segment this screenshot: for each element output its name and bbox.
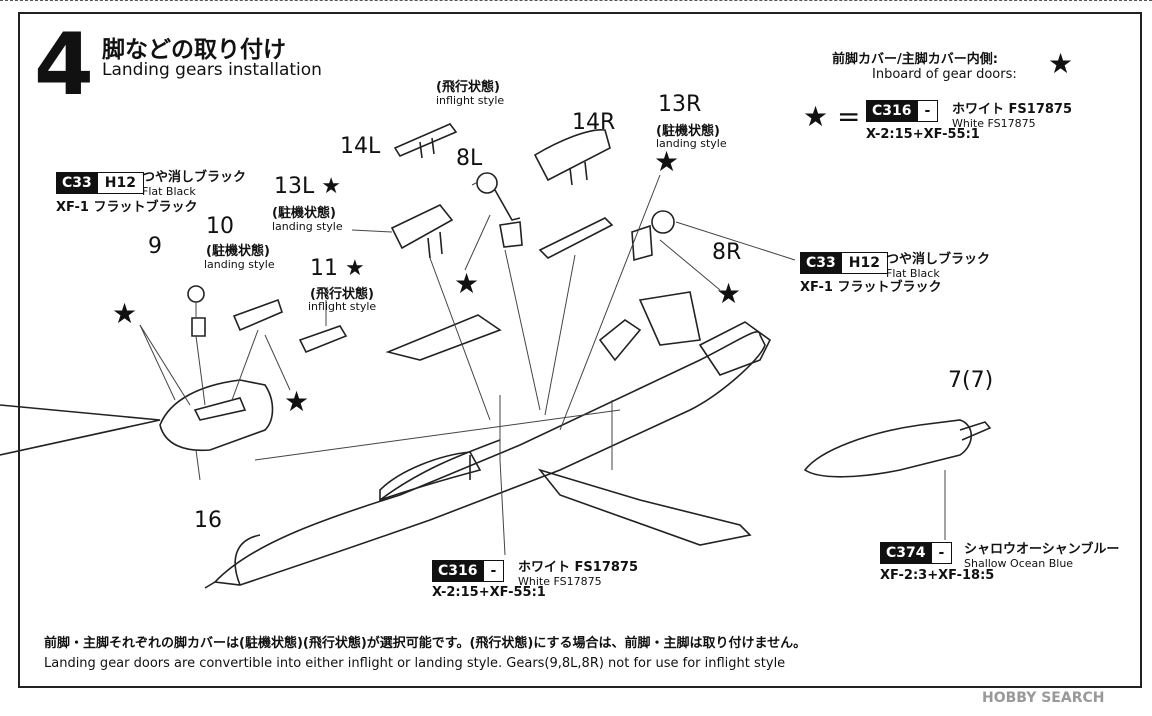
- note-en: Landing gear doors are convertible into …: [44, 656, 786, 671]
- paint-name-en: White FS17875: [952, 117, 1036, 130]
- legend-star-equals: ★ =: [803, 100, 861, 133]
- white-name-bottom: ホワイト FS17875 White FS17875: [518, 556, 638, 588]
- part-8L-wheel: [476, 172, 498, 194]
- wing-right: [537, 468, 752, 546]
- part-14L: [393, 123, 458, 158]
- paint-name-en: Flat Black: [886, 267, 940, 280]
- callout-pointer: [0, 404, 161, 456]
- part-7-drop-tank: [803, 419, 973, 478]
- star-icon: ★: [112, 297, 138, 330]
- part-8R-wheel: [651, 210, 675, 234]
- part-13L-label: 13L ★: [274, 174, 341, 199]
- paint-alt-code: -: [482, 561, 504, 581]
- paint-alt-code: -: [930, 543, 952, 563]
- part-13R-en: landing style: [656, 137, 727, 150]
- part-13L-en: landing style: [272, 220, 343, 233]
- part-9-wheel: [187, 285, 205, 303]
- paint-name-en: Flat Black: [142, 185, 196, 198]
- paint-code: C374: [881, 543, 931, 563]
- paint-alt-code: -: [916, 101, 938, 121]
- legend-star-icon: ★: [1048, 47, 1074, 80]
- part-11-en: inflight style: [308, 300, 377, 313]
- instruction-frame: [18, 12, 1142, 688]
- star-icon: ★: [716, 277, 742, 310]
- flat-black-chip-right: C33 H12: [800, 252, 888, 274]
- step-title-en: Landing gears installation: [102, 60, 322, 80]
- part-14R-label: 14R: [572, 110, 616, 135]
- part-11-jp: (飛行状態): [310, 287, 374, 302]
- part-16-label: 16: [194, 508, 222, 533]
- part-10-jp: (駐機状態): [206, 244, 270, 259]
- part-8L-label: 8L: [456, 146, 483, 171]
- part-7-label: 7(7): [948, 368, 994, 393]
- part-10-en: landing style: [204, 258, 275, 271]
- paint-code: C316: [433, 561, 483, 581]
- flat-black-name-right: つや消しブラック Flat Black: [886, 248, 990, 280]
- paint-name-jp: つや消しブラック: [142, 170, 247, 185]
- paint-name-jp: ホワイト FS17875: [952, 102, 1072, 117]
- blue-mix: XF-2:3+XF-18:5: [880, 568, 995, 583]
- legend-paint-name: ホワイト FS17875 White FS17875: [952, 98, 1072, 130]
- legend-paint-chip: C316 -: [866, 100, 939, 122]
- part-14L-label: 14L: [340, 134, 381, 159]
- top-rule: [0, 0, 1152, 4]
- paint-name-jp: つや消しブラック: [886, 252, 991, 267]
- part-13R-label: 13R: [658, 92, 702, 117]
- tail-fin: [638, 291, 701, 346]
- part-13R: [538, 217, 614, 259]
- fuselage-outline: [213, 331, 766, 586]
- wing-left: [385, 314, 502, 361]
- part-11-label: 11 ★: [310, 256, 365, 281]
- paint-alt-code: H12: [840, 253, 887, 273]
- part-13L-jp: (駐機状態): [272, 206, 336, 221]
- paint-code: C33: [801, 253, 841, 273]
- flat-black-chip-left: C33 H12: [56, 172, 144, 194]
- blue-name: シャロウオーシャンブルー Shallow Ocean Blue: [964, 538, 1119, 570]
- star-icon: ★: [454, 267, 480, 300]
- paint-alt-code: H12: [96, 173, 143, 193]
- part-10-door: [232, 298, 283, 332]
- inflight-jp-top: (飛行状態): [436, 80, 500, 95]
- paint-code: C316: [867, 101, 917, 121]
- paint-code: C33: [57, 173, 97, 193]
- part-13L: [390, 204, 454, 250]
- paint-name-en: Shallow Ocean Blue: [964, 557, 1074, 570]
- star-icon: ★: [654, 145, 680, 178]
- paint-name-en: White FS17875: [518, 575, 602, 588]
- paint-name-jp: ホワイト FS17875: [518, 560, 638, 575]
- part-10-label: 10: [206, 214, 234, 239]
- legend-paint-mix: X-2:15+XF-55:1: [866, 127, 980, 142]
- part-8R-label: 8R: [712, 240, 742, 265]
- white-chip-bottom: C316 -: [432, 560, 505, 582]
- paint-name-jp: シャロウオーシャンブルー: [964, 542, 1120, 557]
- nose-section-16: [159, 379, 274, 452]
- inflight-en-top: inflight style: [436, 94, 505, 107]
- part-11-door: [298, 325, 348, 354]
- note-jp: 前脚・主脚それぞれの脚カバーは(駐機状態)(飛行状態)が選択可能です。(飛行状態…: [44, 636, 807, 651]
- legend-heading-jp: 前脚カバー/主脚カバー内側:: [832, 52, 998, 67]
- legend-heading-en: Inboard of gear doors:: [872, 67, 1017, 82]
- flat-black-mix-left: XF-1 フラットブラック: [56, 200, 198, 215]
- part-14R: [533, 129, 611, 182]
- step-number: 4: [34, 15, 94, 115]
- step-title-jp: 脚などの取り付け: [102, 37, 286, 63]
- white-mix-bottom: X-2:15+XF-55:1: [432, 585, 546, 600]
- flat-black-mix-right: XF-1 フラットブラック: [800, 280, 942, 295]
- part-13R-jp: (駐機状態): [656, 124, 720, 139]
- star-icon: ★: [284, 385, 310, 418]
- part-9-label: 9: [148, 234, 162, 259]
- blue-chip: C374 -: [880, 542, 953, 564]
- canopy: [379, 451, 482, 502]
- watermark-logo: HOBBY SEARCH: [982, 690, 1105, 706]
- flat-black-name-left: つや消しブラック Flat Black: [142, 166, 246, 198]
